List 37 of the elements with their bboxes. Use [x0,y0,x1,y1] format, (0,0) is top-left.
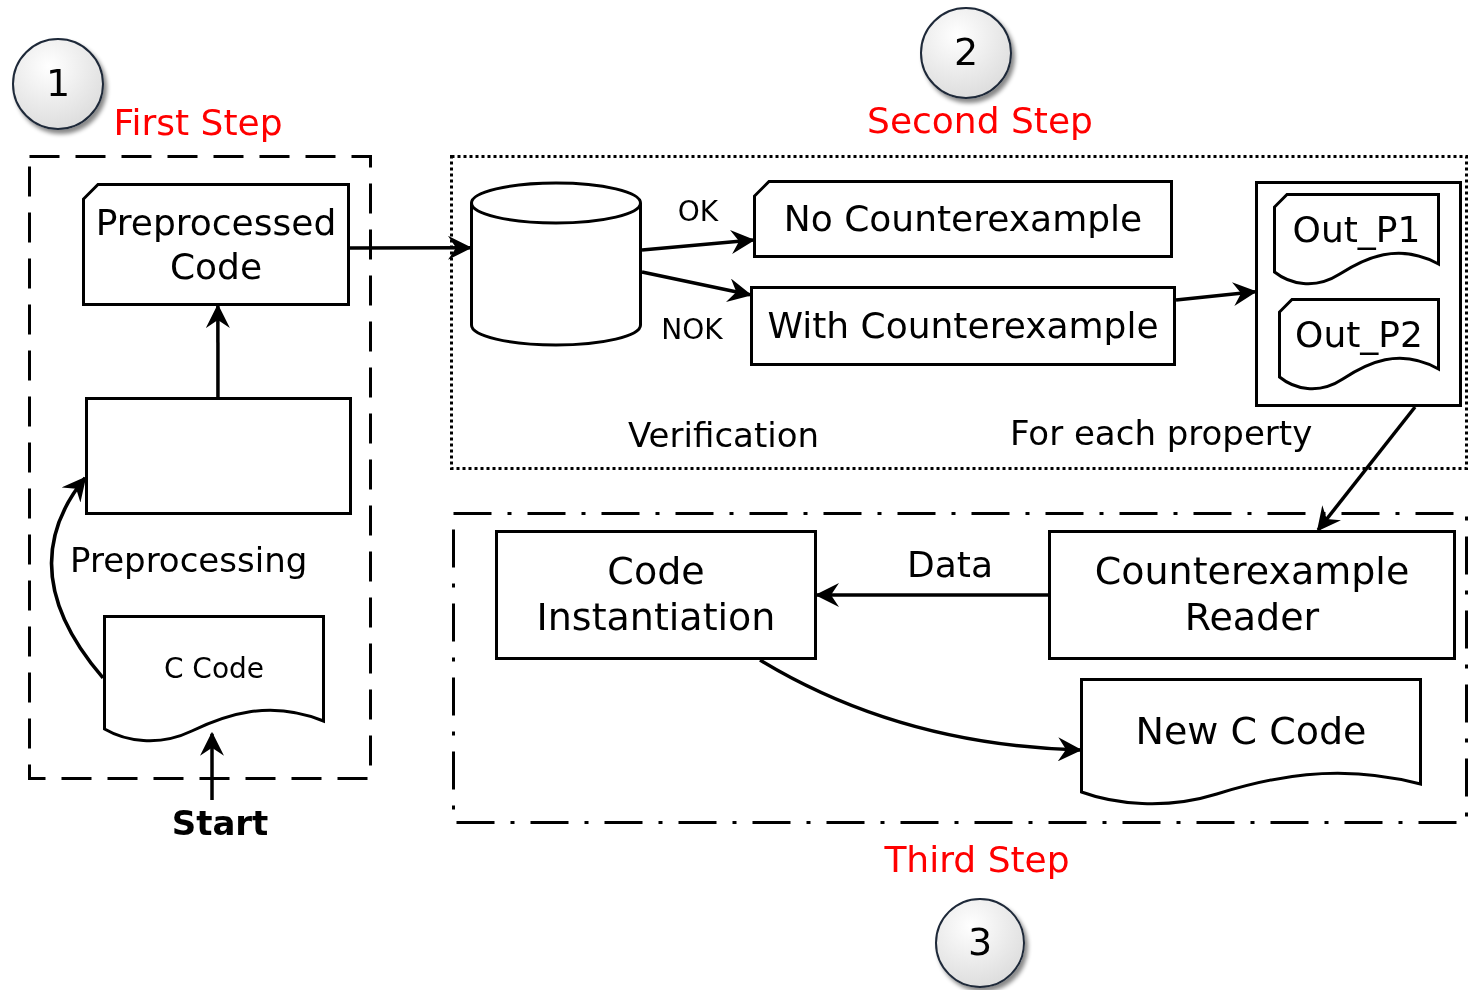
section-note: Preprocessing [70,540,308,581]
node-label: No Counterexample [782,197,1144,241]
process-box [750,286,1176,366]
arrow [1316,405,1417,532]
node-label: Counterexample Reader [1093,549,1411,641]
start-label: Start [170,802,270,844]
step-title: First Step [112,105,284,141]
card-shape [753,180,1173,258]
process-box [495,530,817,660]
database-cylinder [470,183,642,345]
node-label: C Code [162,652,266,688]
node-label: Code Instantiation [535,549,777,641]
arrow [205,304,230,397]
arrow [350,235,472,260]
arrow [815,583,1048,607]
section-note: For each property [1010,413,1313,454]
card-shape [82,183,350,306]
section-note: Verification [628,415,820,456]
arrow [641,270,752,302]
arrow [200,731,224,800]
node-label: Out_P1 [1291,207,1422,252]
node-label: With Counterexample [766,304,1160,348]
node-label: New C Code [1134,709,1368,756]
arrow [1175,282,1257,306]
process-box [85,397,352,515]
step-title: Second Step [866,103,1094,139]
process-box [1255,181,1462,407]
step-number: 2 [952,30,980,76]
arrow [759,658,1082,761]
arrow [49,476,105,680]
node-label: Preprocessed Code [94,201,338,288]
step-title: Third Step [883,842,1071,878]
process-box [1048,530,1456,660]
step-number: 1 [44,61,72,107]
step-number: 3 [966,920,994,966]
arrow [641,230,755,254]
node-label: Out_P2 [1294,312,1424,357]
